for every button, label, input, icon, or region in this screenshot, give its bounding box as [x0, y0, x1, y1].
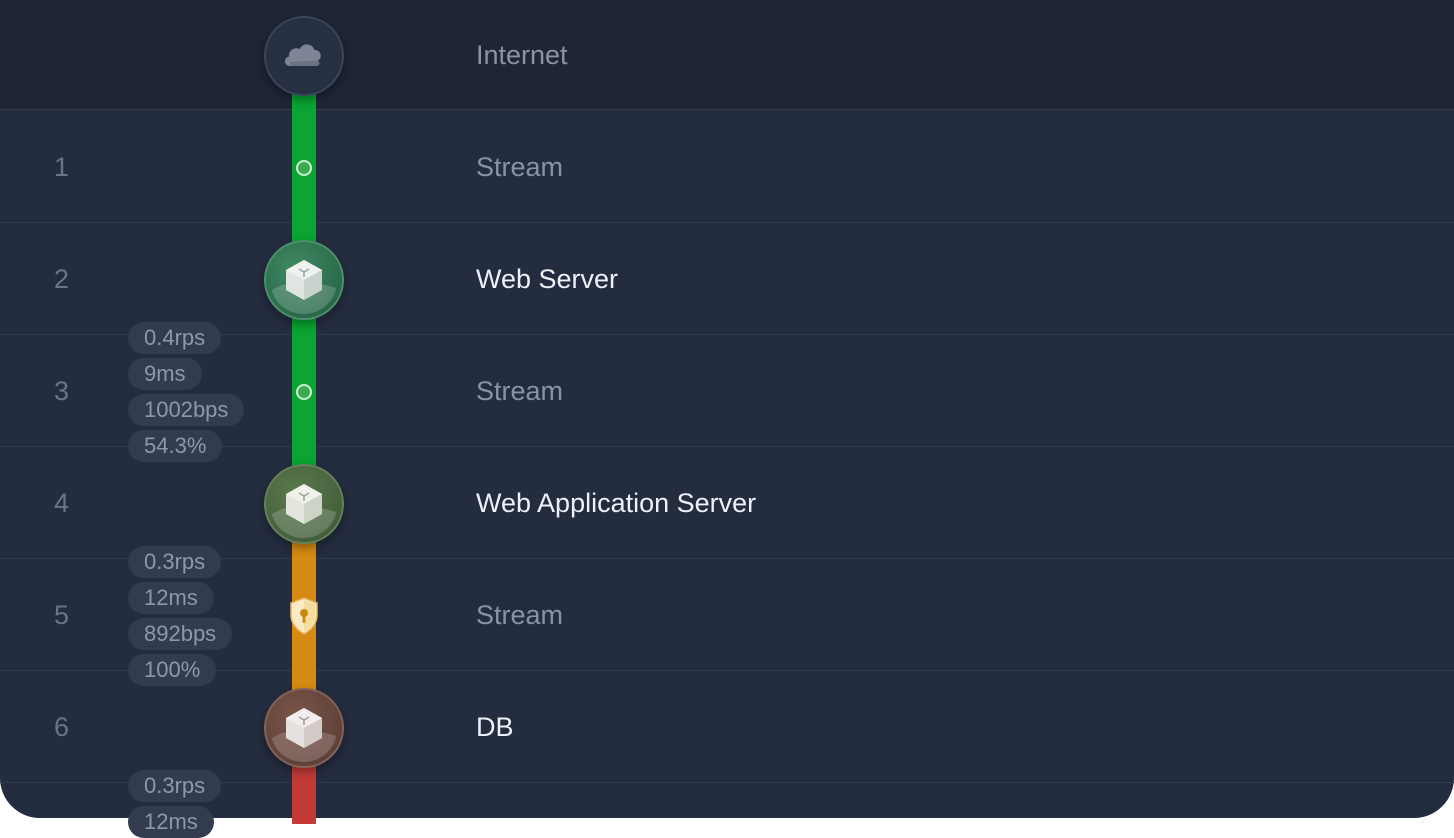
web-application-server-node[interactable]: [264, 464, 344, 544]
stream-status-dot[interactable]: [296, 384, 312, 400]
row-label: Stream: [476, 152, 564, 182]
metric-percent: 54.3%: [128, 430, 223, 462]
metric-percent: 100%: [128, 654, 217, 686]
cube-icon: [272, 708, 336, 762]
cloud-icon: [284, 44, 321, 66]
row-stream-1[interactable]: 1 Stream: [0, 111, 1454, 223]
row-label: Stream: [476, 376, 564, 406]
cube-icon: [272, 484, 336, 538]
row-web-server[interactable]: 2 Web Server: [0, 223, 1454, 335]
row-db[interactable]: 6 DB: [0, 671, 1454, 783]
row-label: Stream: [476, 600, 564, 630]
cube-icon: [272, 260, 336, 314]
metric-latency: 9ms: [128, 358, 202, 390]
metric-throughput: 892bps: [128, 618, 233, 650]
metric-rps: 0.3rps: [128, 770, 222, 802]
row-label: Web Application Server: [476, 488, 757, 518]
row-internet[interactable]: Internet: [0, 0, 1454, 110]
web-server-node[interactable]: [264, 240, 344, 320]
row-label: DB: [476, 712, 514, 742]
metric-throughput: 1002bps: [128, 394, 245, 426]
metric-rps: 0.4rps: [128, 322, 222, 354]
row-number: 4: [54, 488, 70, 518]
metric-latency: 12ms: [128, 806, 214, 838]
row-number: 3: [54, 376, 70, 406]
row-number: 2: [54, 264, 70, 294]
row-number: 5: [54, 600, 70, 630]
cloud-node[interactable]: [264, 16, 344, 96]
row-label: Web Server: [476, 264, 619, 294]
row-stream-3[interactable]: 3 Stream: [0, 335, 1454, 447]
metric-rps: 0.3rps: [128, 546, 222, 578]
row-stream-5[interactable]: 5 Stream: [0, 559, 1454, 671]
metric-latency: 12ms: [128, 582, 214, 614]
row-number: 1: [54, 152, 70, 182]
row-label: Internet: [476, 40, 568, 70]
shield-key-icon[interactable]: [288, 596, 320, 636]
stream-status-dot[interactable]: [296, 160, 312, 176]
db-node[interactable]: [264, 688, 344, 768]
row-number: 6: [54, 712, 70, 742]
row-web-application-server[interactable]: 4 Web Application Server: [0, 447, 1454, 559]
